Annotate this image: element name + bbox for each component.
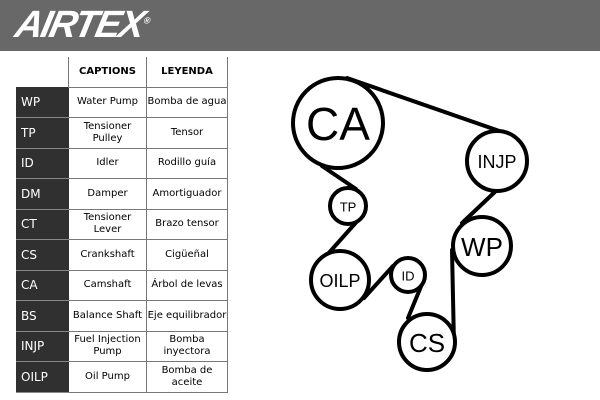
cell-leyenda: Bomba de agua bbox=[146, 86, 228, 118]
cell-code: WP bbox=[16, 86, 69, 118]
cell-leyenda: Brazo tensor bbox=[146, 208, 228, 240]
cell-caption: Idler bbox=[68, 147, 147, 179]
pulley-label: TP bbox=[340, 200, 357, 215]
cell-caption: Fuel Injection Pump bbox=[68, 330, 147, 362]
pulley-label: WP bbox=[461, 232, 503, 262]
belt-segment bbox=[362, 264, 395, 300]
pulley-label: INJP bbox=[477, 152, 516, 172]
col-header-code bbox=[16, 57, 69, 87]
pulley-wp bbox=[451, 215, 513, 277]
pulley-injp bbox=[465, 129, 529, 193]
cell-code: ID bbox=[16, 147, 69, 179]
cell-leyenda: Árbol de levas bbox=[146, 269, 228, 301]
cell-leyenda: Cigüeñal bbox=[146, 239, 228, 271]
col-header-captions: CAPTIONS bbox=[68, 57, 147, 88]
belt-segment bbox=[345, 76, 510, 136]
pulley-label: CA bbox=[306, 98, 370, 150]
belt-segment bbox=[460, 187, 500, 225]
pulley-id bbox=[389, 256, 427, 294]
cell-code: CT bbox=[16, 208, 69, 240]
pulley-oilp bbox=[309, 249, 371, 311]
pulley-label: ID bbox=[402, 269, 415, 284]
cell-leyenda: Bomba de aceite bbox=[146, 361, 228, 393]
cell-code: TP bbox=[16, 117, 69, 149]
cell-leyenda: Tensor bbox=[146, 117, 228, 149]
pulley-cs bbox=[397, 312, 457, 372]
cell-code: CA bbox=[16, 269, 69, 301]
cell-code: INJP bbox=[16, 330, 69, 362]
pulley-label: CS bbox=[409, 328, 445, 358]
cell-caption: Camshaft bbox=[68, 269, 147, 301]
cell-caption: Water Pump bbox=[68, 86, 147, 118]
pulley-ca bbox=[291, 76, 385, 170]
pulley-tp bbox=[328, 186, 368, 226]
cell-caption: Crankshaft bbox=[68, 239, 147, 271]
cell-caption: Tensioner Pulley bbox=[68, 117, 147, 149]
cell-leyenda: Rodillo guía bbox=[146, 147, 228, 179]
cell-leyenda: Amortiguador bbox=[146, 178, 228, 210]
col-header-leyenda: LEYENDA bbox=[146, 57, 228, 88]
belt-segment bbox=[320, 164, 358, 191]
header-bar: AIRTEX® bbox=[0, 0, 600, 51]
pulley-label: OILP bbox=[319, 271, 360, 291]
cell-code: OILP bbox=[16, 361, 69, 393]
